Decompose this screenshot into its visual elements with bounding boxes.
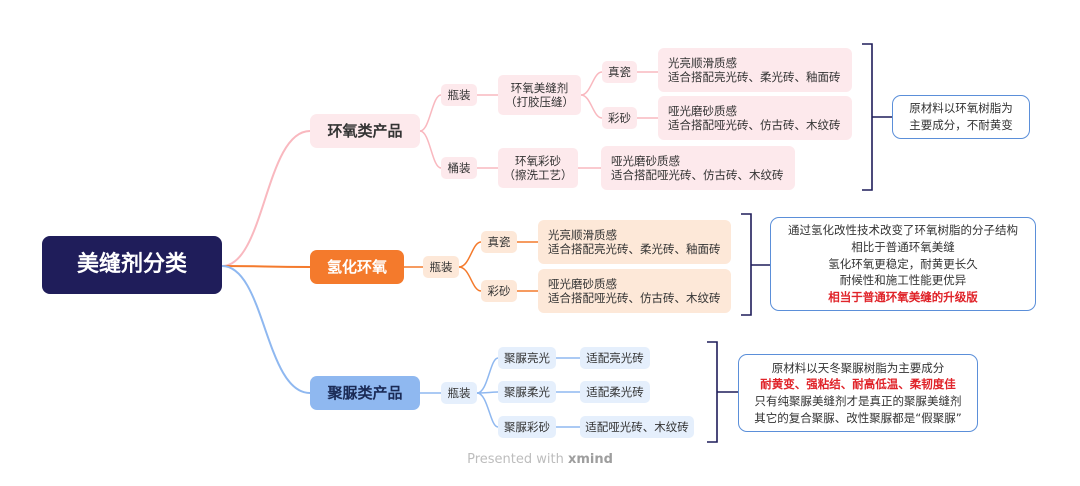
epoxy-matte-node[interactable]: 彩砂 — [602, 107, 637, 129]
detail-texture: 哑光磨砂质感 — [611, 153, 680, 168]
note-line: 主要成分，不耐黄变 — [909, 118, 1013, 132]
polyurea-bottle-node[interactable]: 瓶装 — [441, 382, 477, 404]
epoxy-bottle-node[interactable]: 瓶装 — [441, 84, 477, 106]
hydro-matte-node[interactable]: 彩砂 — [481, 280, 517, 302]
root-topic[interactable]: 美缝剂分类 — [42, 236, 222, 294]
note-line: 原材料以天冬聚脲树脂为主要成分 — [771, 360, 945, 375]
hydro-glossy-detail[interactable]: 光亮顺滑质感 适合搭配亮光砖、柔光砖、釉面砖 — [538, 220, 731, 264]
xmind-watermark: Presented with xmind — [0, 452, 1080, 467]
hydro-bottle-node[interactable]: 瓶装 — [423, 256, 459, 278]
topic-epoxy[interactable]: 环氧类产品 — [310, 114, 420, 148]
polyurea-summary-note[interactable]: 原材料以天冬聚脲树脂为主要成分 耐黄变、强粘结、耐高低温、柔韧度佳 只有纯聚脲美… — [738, 354, 978, 432]
polyurea-soft-fit[interactable]: 适配柔光砖 — [580, 381, 650, 403]
polyurea-sand-node[interactable]: 聚脲彩砂 — [498, 416, 556, 438]
detail-texture: 光亮顺滑质感 — [548, 227, 617, 242]
epoxy-summary-note[interactable]: 原材料以环氧树脂为 主要成分，不耐黄变 — [892, 95, 1030, 139]
polyurea-gloss-node[interactable]: 聚脲亮光 — [498, 347, 556, 369]
detail-suitable: 适合搭配亮光砖、柔光砖、釉面砖 — [548, 242, 721, 256]
polyurea-soft-node[interactable]: 聚脲柔光 — [498, 381, 556, 403]
note-line: 氢化环氧更稳定，耐黄更长久 — [828, 256, 978, 271]
note-highlight: 相当于普通环氧美缝的升级版 — [828, 290, 978, 304]
note-line: 耐候性和施工性能更优异 — [839, 273, 967, 288]
epoxy-glossy-detail[interactable]: 光亮顺滑质感 适合搭配亮光砖、柔光砖、釉面砖 — [658, 48, 852, 92]
epoxy-barrel-node[interactable]: 桶装 — [441, 157, 477, 179]
polyurea-sand-fit[interactable]: 适配哑光砖、木纹砖 — [580, 416, 694, 438]
detail-suitable: 适合搭配哑光砖、仿古砖、木纹砖 — [548, 291, 721, 305]
note-line: 原材料以环氧树脂为 — [909, 101, 1013, 116]
detail-suitable: 适合搭配哑光砖、仿古砖、木纹砖 — [668, 118, 841, 132]
detail-suitable: 适合搭配亮光砖、柔光砖、釉面砖 — [668, 70, 841, 84]
epoxy-matte-detail[interactable]: 哑光磨砂质感 适合搭配哑光砖、仿古砖、木纹砖 — [658, 96, 852, 140]
detail-suitable: 适合搭配哑光砖、仿古砖、木纹砖 — [611, 168, 784, 182]
detail-texture: 哑光磨砂质感 — [668, 103, 737, 118]
product-process: （擦洗工艺） — [503, 168, 573, 182]
watermark-prefix: Presented with — [467, 452, 564, 467]
detail-texture: 光亮顺滑质感 — [668, 55, 737, 70]
polyurea-gloss-fit[interactable]: 适配亮光砖 — [580, 347, 650, 369]
detail-texture: 哑光磨砂质感 — [548, 276, 617, 291]
hydro-matte-detail[interactable]: 哑光磨砂质感 适合搭配哑光砖、仿古砖、木纹砖 — [538, 269, 731, 313]
note-line: 相比于普通环氧美缝 — [851, 239, 955, 254]
topic-polyurea[interactable]: 聚脲类产品 — [310, 376, 420, 410]
epoxy-bottle-product[interactable]: 环氧美缝剂 （打胶压缝） — [498, 75, 581, 115]
product-name: 环氧美缝剂 — [510, 80, 569, 95]
note-line: 通过氢化改性技术改变了环氧树脂的分子结构 — [788, 223, 1018, 238]
product-process: （打胶压缝） — [505, 95, 574, 109]
note-line: 其它的复合聚脲、改性聚脲都是“假聚脲” — [754, 410, 962, 425]
watermark-brand: xmind — [567, 452, 613, 467]
hydro-summary-note[interactable]: 通过氢化改性技术改变了环氧树脂的分子结构 相比于普通环氧美缝 氢化环氧更稳定，耐… — [770, 217, 1036, 311]
hydro-glossy-node[interactable]: 真瓷 — [481, 231, 517, 253]
topic-hydrogenated-epoxy[interactable]: 氢化环氧 — [310, 250, 404, 284]
note-highlight: 耐黄变、强粘结、耐高低温、柔韧度佳 — [760, 377, 956, 392]
product-name: 环氧彩砂 — [515, 153, 561, 168]
epoxy-glossy-node[interactable]: 真瓷 — [602, 61, 637, 83]
epoxy-barrel-product[interactable]: 环氧彩砂 （擦洗工艺） — [498, 148, 578, 188]
epoxy-barrel-detail[interactable]: 哑光磨砂质感 适合搭配哑光砖、仿古砖、木纹砖 — [601, 146, 795, 190]
note-line: 只有纯聚脲美缝剂才是真正的聚脲美缝剂 — [754, 394, 962, 408]
